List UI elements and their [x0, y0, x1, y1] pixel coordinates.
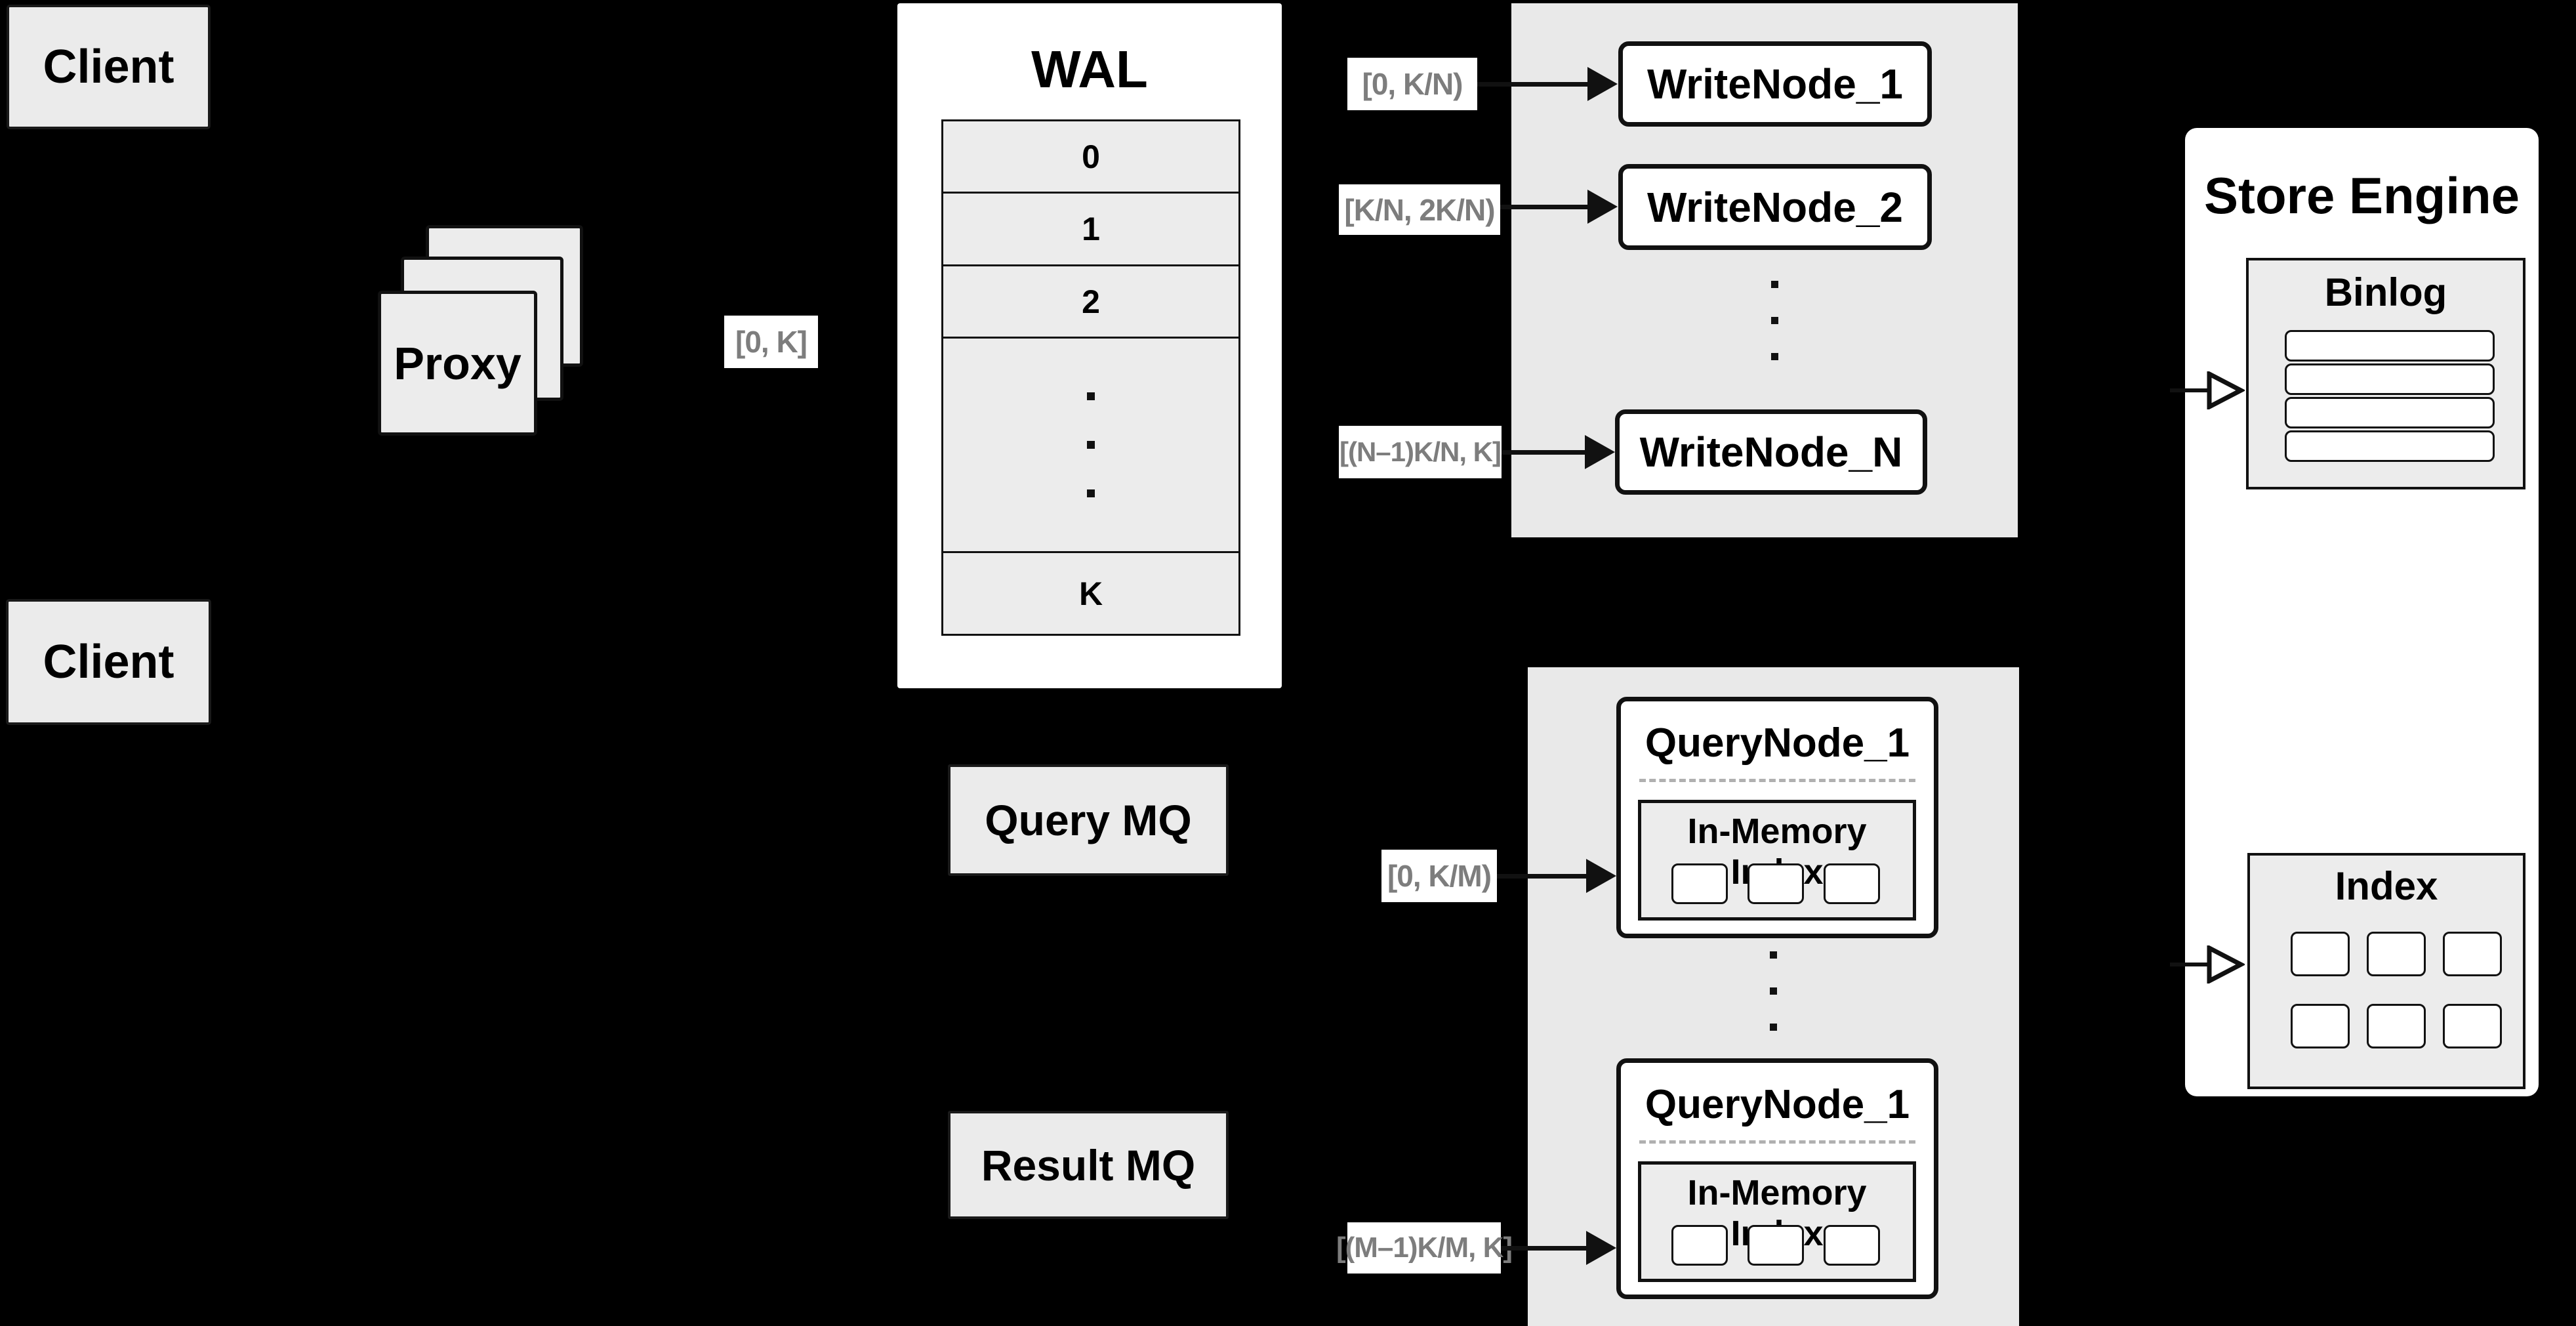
arrow-line-qn-bottom: [1501, 1246, 1587, 1251]
segment-cells: [1671, 1225, 1880, 1266]
write-node-1-label: WriteNode_1: [1646, 60, 1904, 108]
wal-slot-2: 2: [1082, 283, 1100, 320]
client-bottom-box: Client: [6, 599, 211, 725]
client-bottom-label: Client: [43, 636, 174, 688]
range-chip-qn-top: [0, K/M): [1381, 850, 1497, 902]
binlog-row: [2285, 430, 2495, 462]
wal-slot-row: 1: [941, 192, 1240, 266]
arrowhead-qn-top-icon: [1586, 859, 1616, 893]
arrow-line-wn2: [1500, 205, 1589, 209]
range-chip-wn1: [0, K/N): [1347, 58, 1477, 110]
query-node-bottom-title: QueryNode_1: [1645, 1082, 1910, 1127]
wal-slot-row: K: [941, 551, 1240, 636]
arrow-line-wnN: [1502, 450, 1586, 455]
wal-slot-1: 1: [1082, 211, 1100, 247]
arrow-line-qn-top: [1497, 874, 1587, 879]
in-memory-index-top-title: In-Memory Index: [1687, 812, 1867, 892]
binlog-row: [2285, 397, 2495, 428]
index-cell: [2367, 932, 2426, 976]
dashed-divider: [1639, 779, 1915, 782]
index-cells-row2: [2291, 1004, 2502, 1048]
result-mq-label: Result MQ: [981, 1140, 1196, 1190]
binlog-box: Binlog: [2246, 258, 2525, 489]
write-node-1-box: WriteNode_1: [1618, 41, 1932, 127]
wal-slot-0: 0: [1082, 138, 1100, 175]
index-title: Index: [2335, 864, 2438, 908]
query-node-top-box: QueryNode_1 In-Memory Index: [1616, 697, 1938, 938]
wal-slot-row: 2: [941, 264, 1240, 339]
segment-cell: [1748, 1225, 1804, 1266]
arrowhead-wn2-icon: [1587, 190, 1618, 224]
range-qn-bottom-text: [(M–1)K/M, K]: [1336, 1232, 1513, 1264]
wal-panel: WAL 0 1 2 K: [897, 3, 1282, 688]
index-cells-row1: [2291, 932, 2502, 976]
query-node-top-title: QueryNode_1: [1645, 720, 1910, 766]
segment-cell: [1824, 863, 1880, 904]
binlog-rows: [2285, 330, 2495, 462]
binlog-row: [2285, 363, 2495, 395]
range-chip-proxy-wal: [0, K]: [724, 316, 818, 368]
range-wn2-text: [K/N, 2K/N): [1344, 192, 1495, 227]
range-proxy-wal-text: [0, K]: [735, 325, 808, 359]
wal-ellipsis-row: [941, 337, 1240, 553]
range-chip-wnN: [(N–1)K/N, K]: [1339, 426, 1502, 478]
in-memory-index-top-box: In-Memory Index: [1638, 800, 1916, 921]
range-chip-qn-bottom: [(M–1)K/M, K]: [1336, 1222, 1513, 1274]
range-wn1-text: [0, K/N): [1362, 67, 1463, 101]
wal-slot-row: 0: [941, 119, 1240, 194]
write-node-2-box: WriteNode_2: [1618, 164, 1932, 250]
index-cell: [2291, 1004, 2350, 1048]
arrowhead-wnN-icon: [1585, 435, 1615, 469]
open-arrowhead-index-icon: [2207, 945, 2245, 984]
write-node-2-label: WriteNode_2: [1646, 183, 1904, 231]
open-arrowhead-binlog-icon: [2207, 371, 2245, 409]
vertical-ellipsis-icon: [1771, 281, 1778, 360]
index-cell: [2443, 932, 2502, 976]
query-node-bottom-box: QueryNode_1 In-Memory Index: [1616, 1058, 1938, 1299]
binlog-row: [2285, 330, 2495, 362]
wal-title: WAL: [1031, 40, 1148, 98]
write-node-n-box: WriteNode_N: [1615, 409, 1927, 495]
arrow-line-binlog: [2170, 388, 2211, 392]
range-chip-wn2: [K/N, 2K/N): [1339, 184, 1500, 235]
vertical-ellipsis-icon: [1087, 392, 1095, 497]
query-mq-box: Query MQ: [948, 764, 1229, 876]
in-memory-index-bottom-box: In-Memory Index: [1638, 1161, 1916, 1282]
range-wnN-text: [(N–1)K/N, K]: [1339, 436, 1502, 467]
index-cell: [2367, 1004, 2426, 1048]
arrow-line-wn1: [1477, 82, 1589, 87]
segment-cell: [1824, 1225, 1880, 1266]
arrowhead-qn-bottom-icon: [1586, 1231, 1616, 1265]
in-memory-index-bottom-title: In-Memory Index: [1687, 1173, 1867, 1253]
result-mq-box: Result MQ: [948, 1111, 1229, 1219]
binlog-title: Binlog: [2324, 270, 2447, 314]
query-mq-label: Query MQ: [985, 796, 1192, 844]
segment-cell: [1671, 863, 1728, 904]
proxy-box: Proxy: [378, 291, 537, 436]
index-cell: [2443, 1004, 2502, 1048]
arrow-line-index: [2170, 963, 2211, 966]
store-engine-title: Store Engine: [2203, 167, 2520, 224]
segment-cells: [1671, 863, 1880, 904]
segment-cell: [1671, 1225, 1728, 1266]
wal-slot-table: 0 1 2 K: [941, 119, 1240, 636]
dashed-divider: [1639, 1140, 1915, 1144]
client-top-box: Client: [7, 5, 211, 129]
vertical-ellipsis-icon: [1770, 951, 1777, 1031]
arrowhead-wn1-icon: [1587, 67, 1618, 101]
index-box: Index: [2247, 853, 2525, 1089]
range-qn-top-text: [0, K/M): [1387, 859, 1492, 893]
index-cell: [2291, 932, 2350, 976]
proxy-label: Proxy: [394, 337, 521, 389]
client-top-label: Client: [43, 41, 174, 93]
write-node-n-label: WriteNode_N: [1639, 428, 1903, 476]
segment-cell: [1748, 863, 1804, 904]
wal-slot-k: K: [1078, 575, 1103, 612]
